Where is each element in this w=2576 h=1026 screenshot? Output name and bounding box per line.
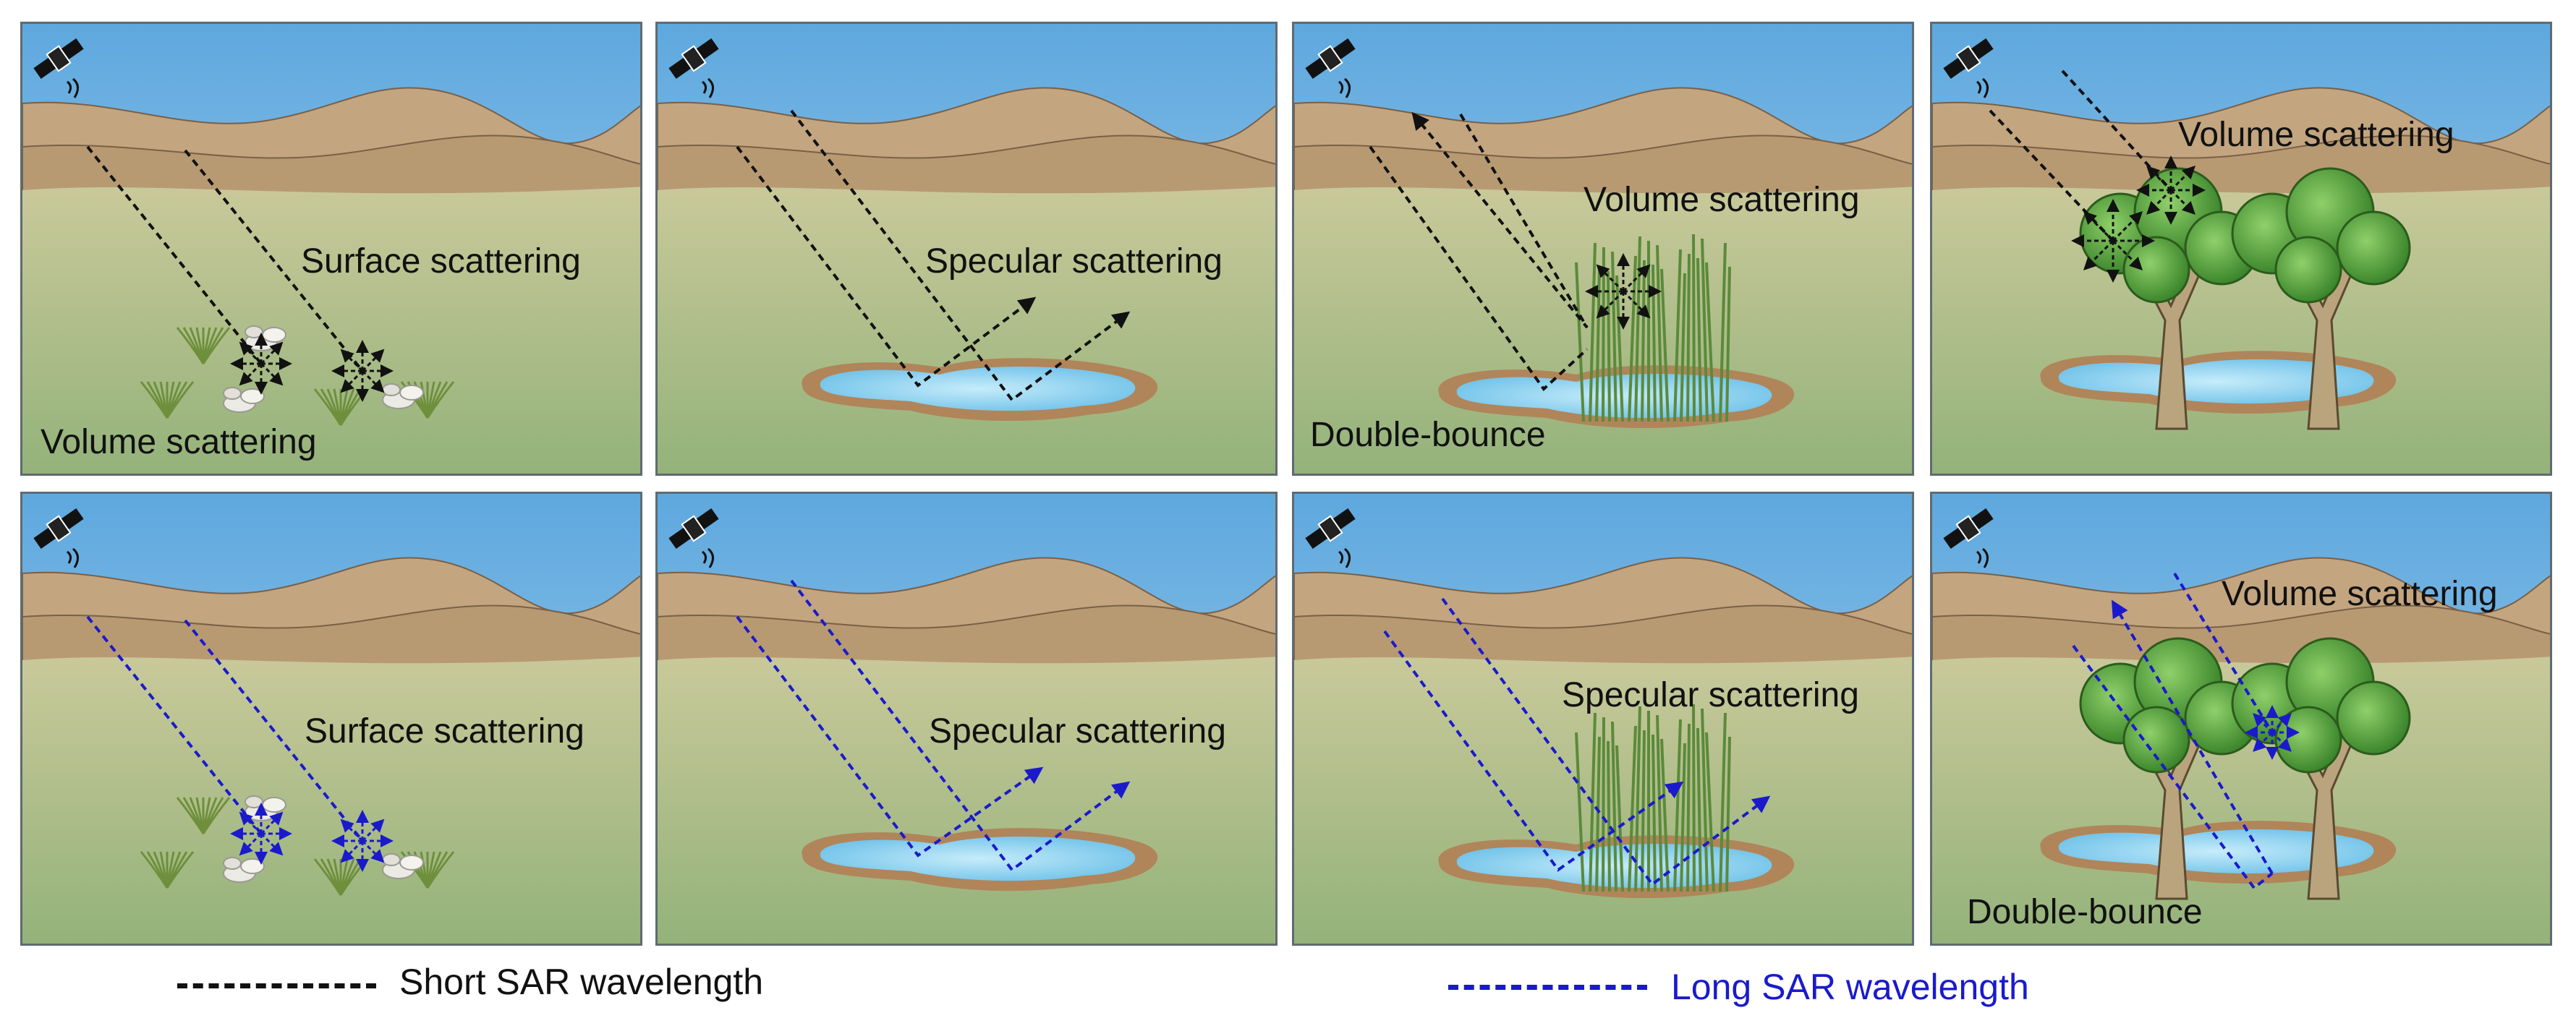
surface-scattering-label: Surface scattering	[301, 242, 581, 281]
panel-bare-soil-short: Surface scattering Volume scattering	[20, 22, 642, 476]
open-water-scene	[658, 24, 1275, 474]
panel-open-water-long: Specular scattering	[655, 492, 1278, 946]
wetland-scene	[1294, 24, 1912, 474]
forest-scene	[1932, 24, 2550, 474]
panel-wetland-long: Specular scattering	[1292, 492, 1914, 946]
panel-forest-long: Volume scattering Double-bounce	[1930, 492, 2552, 946]
double-bounce-label: Double-bounce	[1310, 416, 1546, 454]
panel-forest-short: Volume scattering	[1930, 22, 2552, 476]
volume-scattering-label: Volume scattering	[2178, 116, 2454, 154]
specular-scattering-label: Specular scattering	[1562, 676, 1859, 714]
legend-short-wavelength-label: Short SAR wavelength	[399, 962, 764, 1002]
specular-scattering-label: Specular scattering	[925, 242, 1223, 281]
panel-open-water-short: Specular scattering	[655, 22, 1278, 476]
double-bounce-label: Double-bounce	[1967, 893, 2203, 931]
volume-scattering-label: Volume scattering	[1584, 181, 1860, 219]
panel-wetland-short: Volume scattering Double-bounce	[1292, 22, 1914, 476]
bare-soil-scene	[22, 24, 640, 474]
open-water-scene	[658, 494, 1275, 944]
volume-scattering-label: Volume scattering	[41, 423, 317, 461]
legend-short-wavelength-line	[177, 983, 376, 988]
bare-soil-scene	[22, 494, 640, 944]
legend-long-wavelength-label: Long SAR wavelength	[1671, 967, 2029, 1007]
wetland-scene	[1294, 494, 1912, 944]
specular-scattering-label: Specular scattering	[929, 712, 1226, 751]
forest-scene	[1932, 494, 2550, 944]
surface-scattering-label: Surface scattering	[305, 712, 585, 751]
volume-scattering-label: Volume scattering	[2222, 575, 2498, 613]
legend-long-wavelength-line	[1448, 985, 1647, 990]
panel-bare-soil-long: Surface scattering	[20, 492, 642, 946]
